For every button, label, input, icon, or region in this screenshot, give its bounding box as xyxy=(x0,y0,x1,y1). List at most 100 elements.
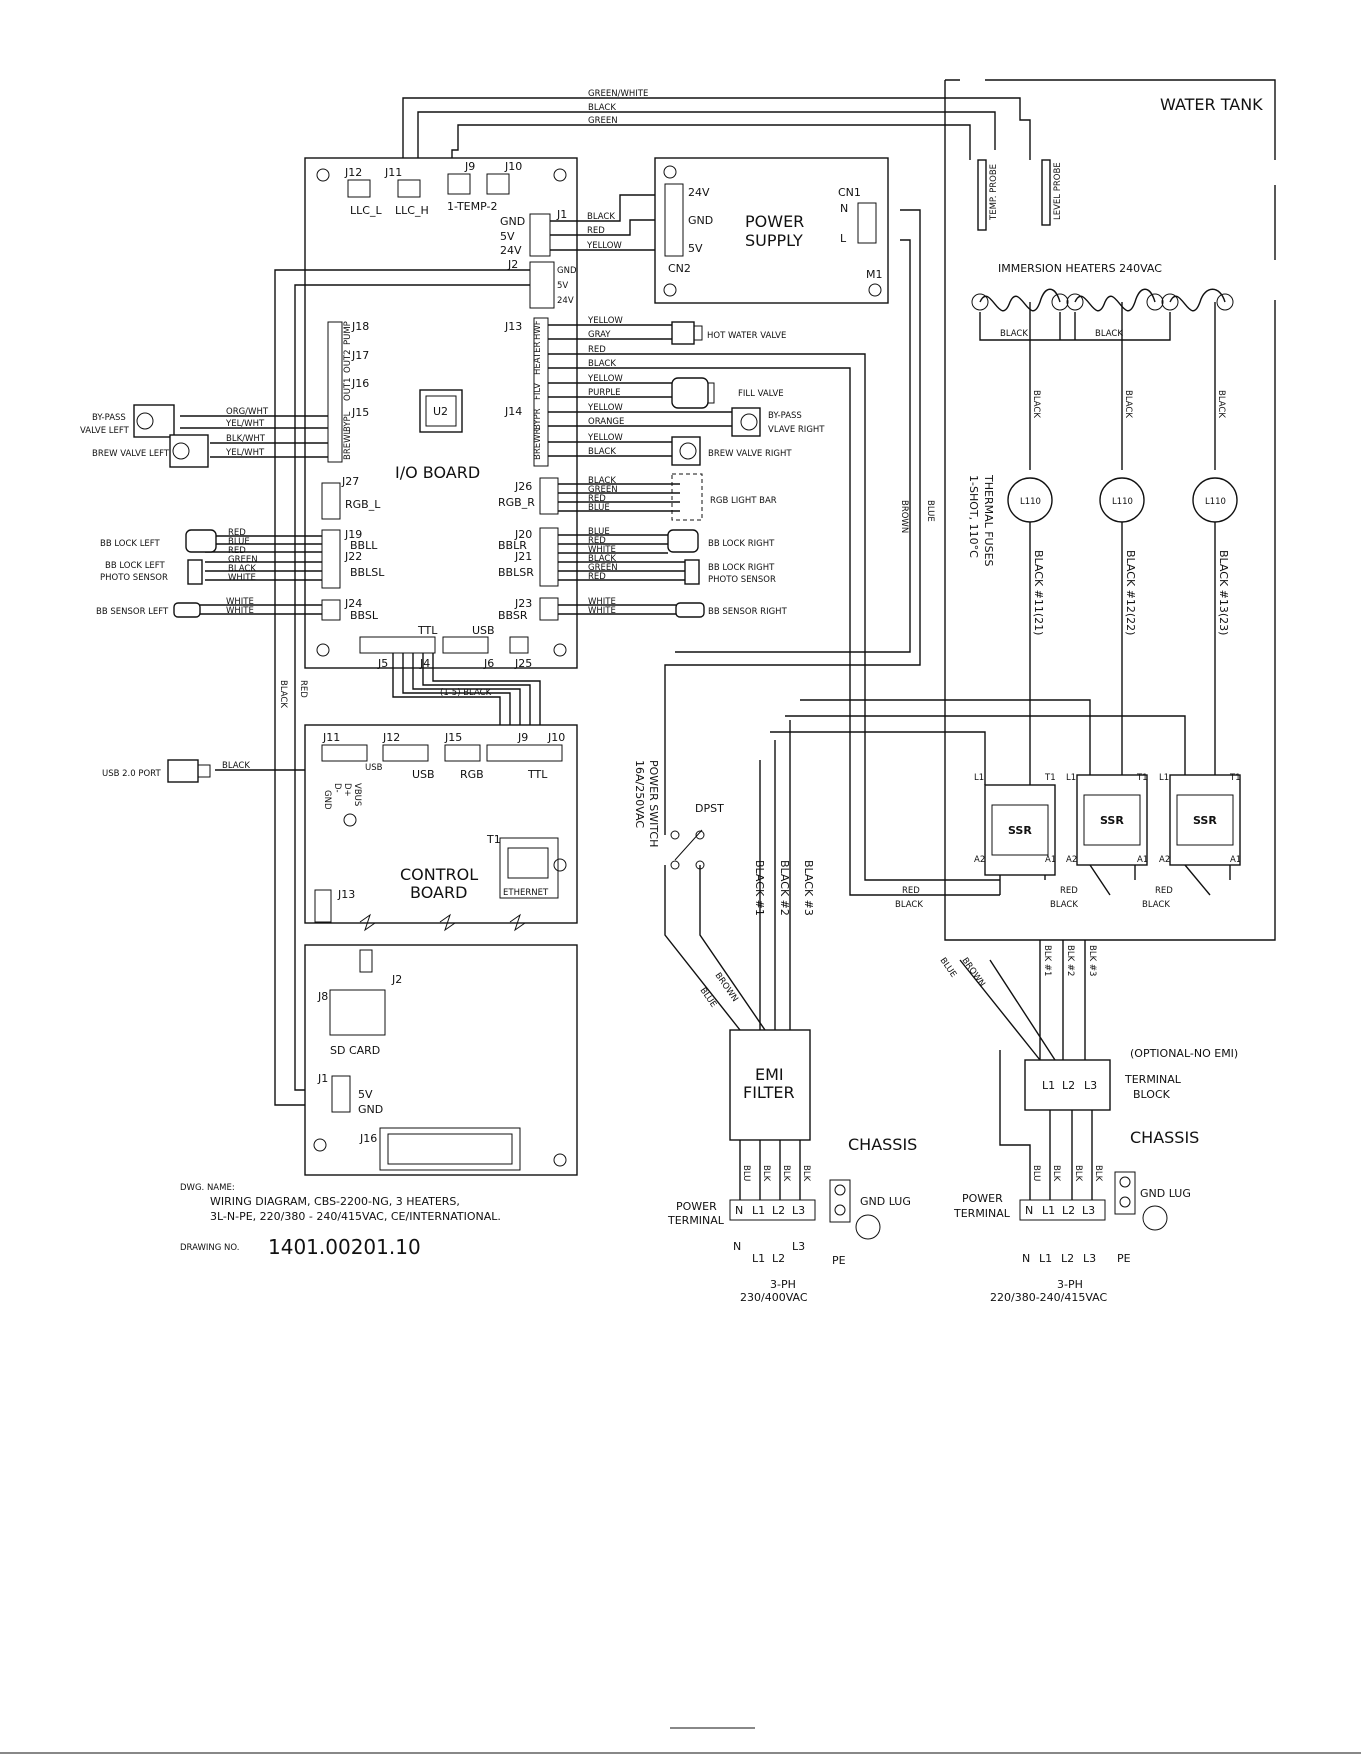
probe-wires: GREEN/WHITE BLACK GREEN TEMP. PROBE LEVE… xyxy=(402,89,1063,231)
water-tank: WATER TANK xyxy=(944,79,1276,941)
emi-l1: L1 xyxy=(752,1252,765,1265)
wire-org-wht: ORG/WHT xyxy=(226,407,269,417)
m1-label: M1 xyxy=(866,268,883,281)
ssr-1-a2: A2 xyxy=(974,855,985,865)
noemi-voltage: 220/380-240/415VAC xyxy=(990,1291,1108,1304)
bb-sensor-left-label: BB SENSOR LEFT xyxy=(96,607,169,617)
no-emi-block: BLUE BROWN BLK #1 BLK #2 BLK #3 (OPTIONA… xyxy=(938,940,1238,1304)
fuse-wire-1: BLACK #11(21) xyxy=(1032,550,1045,635)
emi-filter: EMI FILTER BLU BLK BLK BLK N L1 L2 L3 PO… xyxy=(667,1029,917,1304)
j1-pin-gnd: GND xyxy=(500,215,525,228)
sd-j1: J1 xyxy=(317,1072,328,1085)
j9-label: J9 xyxy=(464,160,475,173)
bbl-wire-black: BLACK xyxy=(228,564,256,574)
ssr-1-label: SSR xyxy=(1008,824,1032,837)
dpst-label: DPST xyxy=(695,802,724,815)
bbsl-label: BBSL xyxy=(350,609,379,622)
j10-label: J10 xyxy=(504,160,522,173)
tb-l2: L2 xyxy=(1062,1079,1075,1092)
cb-j11: J11 xyxy=(322,731,340,744)
power-switch-label-2: 16A/250VAC xyxy=(633,760,646,828)
j14-wire-purple: PURPLE xyxy=(588,388,621,398)
noemi-phase: 3-PH xyxy=(1057,1278,1083,1291)
noemi-wire-blk3: BLK #3 xyxy=(1087,945,1097,976)
j2-pin-5v: 5V xyxy=(557,281,568,291)
noemi-l1: L1 xyxy=(1039,1252,1052,1265)
emi-power-terminal-1: POWER xyxy=(676,1200,717,1213)
ssr-3-l1: L1 xyxy=(1159,773,1169,783)
ssr-3-t1: T1 xyxy=(1229,773,1241,783)
ssr-3-label: SSR xyxy=(1193,814,1217,827)
j20-label: J20 xyxy=(514,528,532,541)
io-board: I/O BOARD U2 J12 J11 J9 J10 LLC_L LLC_H … xyxy=(304,157,578,670)
bypass-right-label-1: BY-PASS xyxy=(768,411,802,421)
vertical-blue: BLUE xyxy=(925,500,935,522)
bbsr-wire-1: WHITE xyxy=(588,597,616,607)
u2-chip: U2 xyxy=(433,405,448,418)
j13-label: J13 xyxy=(504,320,522,333)
j11-label: J11 xyxy=(384,166,402,179)
power-supply: 24V GND 5V CN2 POWER SUPPLY CN1 N L M1 xyxy=(654,157,889,304)
heater-riser-2: BLACK xyxy=(1123,390,1133,418)
control-board: J11 J12 J15 J9 J10 USB USB RGB TTL GND D… xyxy=(304,724,578,932)
noemi-l3: L3 xyxy=(1083,1252,1096,1265)
ssr-wire-black-3: BLACK xyxy=(1142,900,1170,910)
j21-wire-red: RED xyxy=(588,572,606,582)
bbsl-wire-1: WHITE xyxy=(226,597,254,607)
drawing-no: 1401.00201.10 xyxy=(268,1235,421,1259)
j23-label: J23 xyxy=(514,597,532,610)
bypass-left-label-1: BY-PASS xyxy=(92,413,126,423)
ssr-1-l1: L1 xyxy=(974,773,984,783)
noemi-power-terminal-2: TERMINAL xyxy=(953,1207,1011,1220)
j14-label: J14 xyxy=(504,405,522,418)
j1-wire-red: RED xyxy=(587,226,605,236)
bblr-label: BBLR xyxy=(498,539,527,552)
bb-lock-left-label: BB LOCK LEFT xyxy=(100,539,161,549)
title-line-2: 3L-N-PE, 220/380 - 240/415VAC, CE/INTERN… xyxy=(210,1210,501,1223)
wire-yel-wht: YEL/WHT xyxy=(225,419,265,429)
bbl-wire-green: GREEN xyxy=(228,555,258,565)
j2-label: J2 xyxy=(507,258,518,271)
pin-heater: HEATER xyxy=(533,342,543,375)
cb-j13: J13 xyxy=(337,888,355,901)
j20-wire-white: WHITE xyxy=(588,545,616,555)
pin-out2: OUT2 xyxy=(343,349,353,373)
j22-label: J22 xyxy=(344,550,362,563)
psu-title-2: SUPPLY xyxy=(745,231,803,250)
terminal-block-2: BLOCK xyxy=(1133,1088,1171,1101)
j14-wire-black: BLACK xyxy=(588,447,616,457)
usb-label: USB xyxy=(472,624,495,637)
j2-pin-gnd: GND xyxy=(557,266,577,276)
j19-label: J19 xyxy=(344,528,362,541)
sd-j1-gnd: GND xyxy=(358,1103,383,1116)
emi-title-2: FILTER xyxy=(743,1083,795,1102)
j16-label: J16 xyxy=(351,377,369,390)
bbll-label: BBLL xyxy=(350,539,378,552)
j24-label: J24 xyxy=(344,597,362,610)
bypass-left-label-2: VALVE LEFT xyxy=(80,426,130,436)
tb-l3: L3 xyxy=(1084,1079,1097,1092)
noemi-out-blk3: BLK xyxy=(1093,1165,1103,1182)
dwg-name-label: DWG. NAME: xyxy=(180,1183,235,1193)
wire-yel-wht-2: YEL/WHT xyxy=(225,448,265,458)
emi-l3: L3 xyxy=(792,1240,805,1253)
j4-label: J4 xyxy=(419,657,430,670)
pin-brewr: BREWR xyxy=(533,428,543,460)
noemi-wire-blue: BLUE xyxy=(938,956,959,980)
sd-j2: J2 xyxy=(391,973,402,986)
cb-dplus: D+ xyxy=(342,783,352,797)
brew-valve-right-label: BREW VALVE RIGHT xyxy=(708,449,792,459)
pin-bypr: BYPR xyxy=(533,408,543,430)
noemi-chassis: CHASSIS xyxy=(1130,1128,1199,1147)
emi-pe: PE xyxy=(832,1254,846,1267)
fuse-wire-2: BLACK #12(22) xyxy=(1124,550,1137,635)
ssr-wire-black-2: BLACK xyxy=(1050,900,1078,910)
sw-wire-blue: BLUE xyxy=(698,986,719,1010)
cn1-label: CN1 xyxy=(838,186,861,199)
right-io-wires: YELLOW GRAY RED BLACK HOT WATER VALVE YE… xyxy=(548,316,1000,896)
bb-lock-right-photo-2: PHOTO SENSOR xyxy=(708,575,776,585)
bb-lock-left-photo-2: PHOTO SENSOR xyxy=(100,573,168,583)
ssr-2-a2: A2 xyxy=(1066,855,1077,865)
cb-j10: J10 xyxy=(547,731,565,744)
